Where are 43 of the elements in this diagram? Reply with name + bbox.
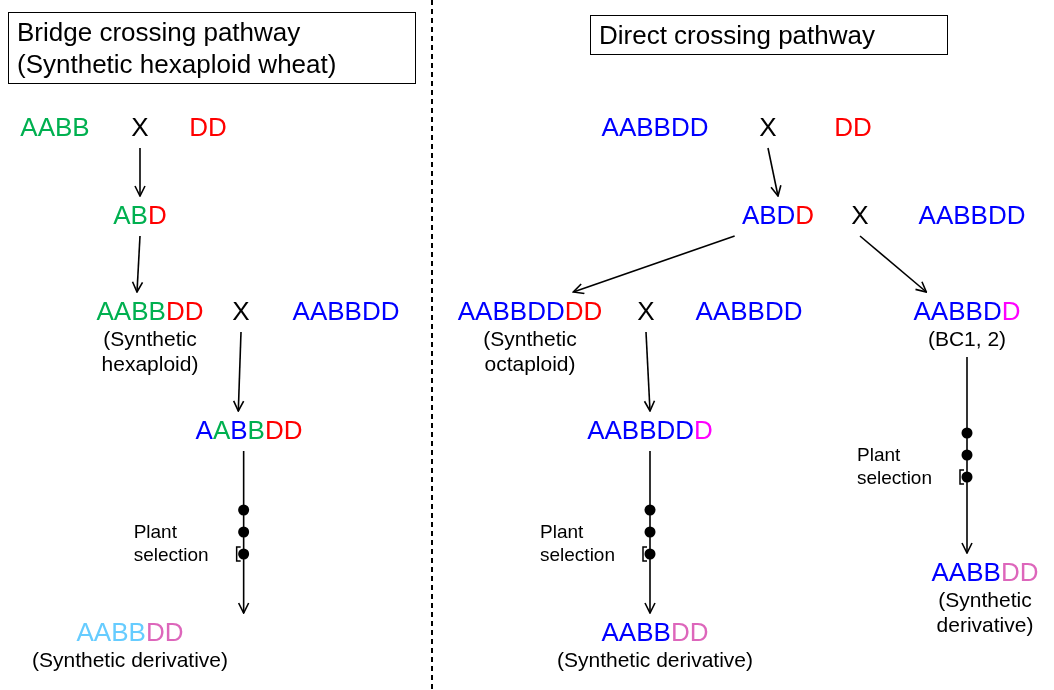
heading-box: Direct crossing pathway xyxy=(590,15,948,55)
arrow xyxy=(859,235,928,293)
genome-label: AABBDD xyxy=(918,200,1026,230)
caption-text: (Synthetic derivative) xyxy=(31,647,229,672)
arrow xyxy=(643,331,656,412)
genome-label: AABBDD xyxy=(601,617,709,647)
heading-box: Bridge crossing pathway (Synthetic hexaploid wheat) xyxy=(8,12,416,84)
arrow xyxy=(767,147,782,197)
caption-text: (BC1, 2) xyxy=(927,326,1007,351)
edge-label: Plant selection xyxy=(133,520,210,566)
cross-symbol: X xyxy=(131,112,149,142)
genome-label: AABBDDD xyxy=(587,415,713,445)
cross-symbol: X xyxy=(637,296,655,326)
genome-label: AABBDD xyxy=(931,557,1039,587)
arrow xyxy=(961,356,973,554)
genome-label: AABBDD xyxy=(96,296,204,326)
arrow xyxy=(572,235,736,295)
arrow xyxy=(232,331,245,412)
cross-symbol: X xyxy=(232,296,250,326)
genome-label: ABD xyxy=(113,200,167,230)
genome-label: AABBDD xyxy=(292,296,400,326)
genome-label: ABDD xyxy=(741,200,815,230)
genome-label: DD xyxy=(189,112,227,142)
arrow xyxy=(134,147,146,197)
caption-text: (Synthetic octaploid) xyxy=(482,326,578,376)
genome-label: AABBDD xyxy=(695,296,803,326)
arrow xyxy=(237,450,250,614)
genome-label: AABBDD xyxy=(913,296,1021,326)
arrow xyxy=(131,235,144,293)
genome-label: AABBDDDD xyxy=(457,296,603,326)
caption-text: (Synthetic derivative) xyxy=(935,587,1035,637)
edge-label: Plant selection xyxy=(857,443,933,489)
caption-text: (Synthetic derivative) xyxy=(556,647,754,672)
arrow xyxy=(644,450,656,614)
edge-label: Plant selection xyxy=(540,520,616,566)
genome-label: AABBDD xyxy=(76,617,184,647)
genome-label: AABBDD xyxy=(195,415,303,445)
cross-symbol: X xyxy=(851,200,869,230)
genome-label: DD xyxy=(834,112,872,142)
genome-label: AABBDD xyxy=(601,112,709,142)
genome-label: AABB xyxy=(20,112,90,142)
caption-text: (Synthetic hexaploid) xyxy=(100,326,200,376)
cross-symbol: X xyxy=(759,112,777,142)
